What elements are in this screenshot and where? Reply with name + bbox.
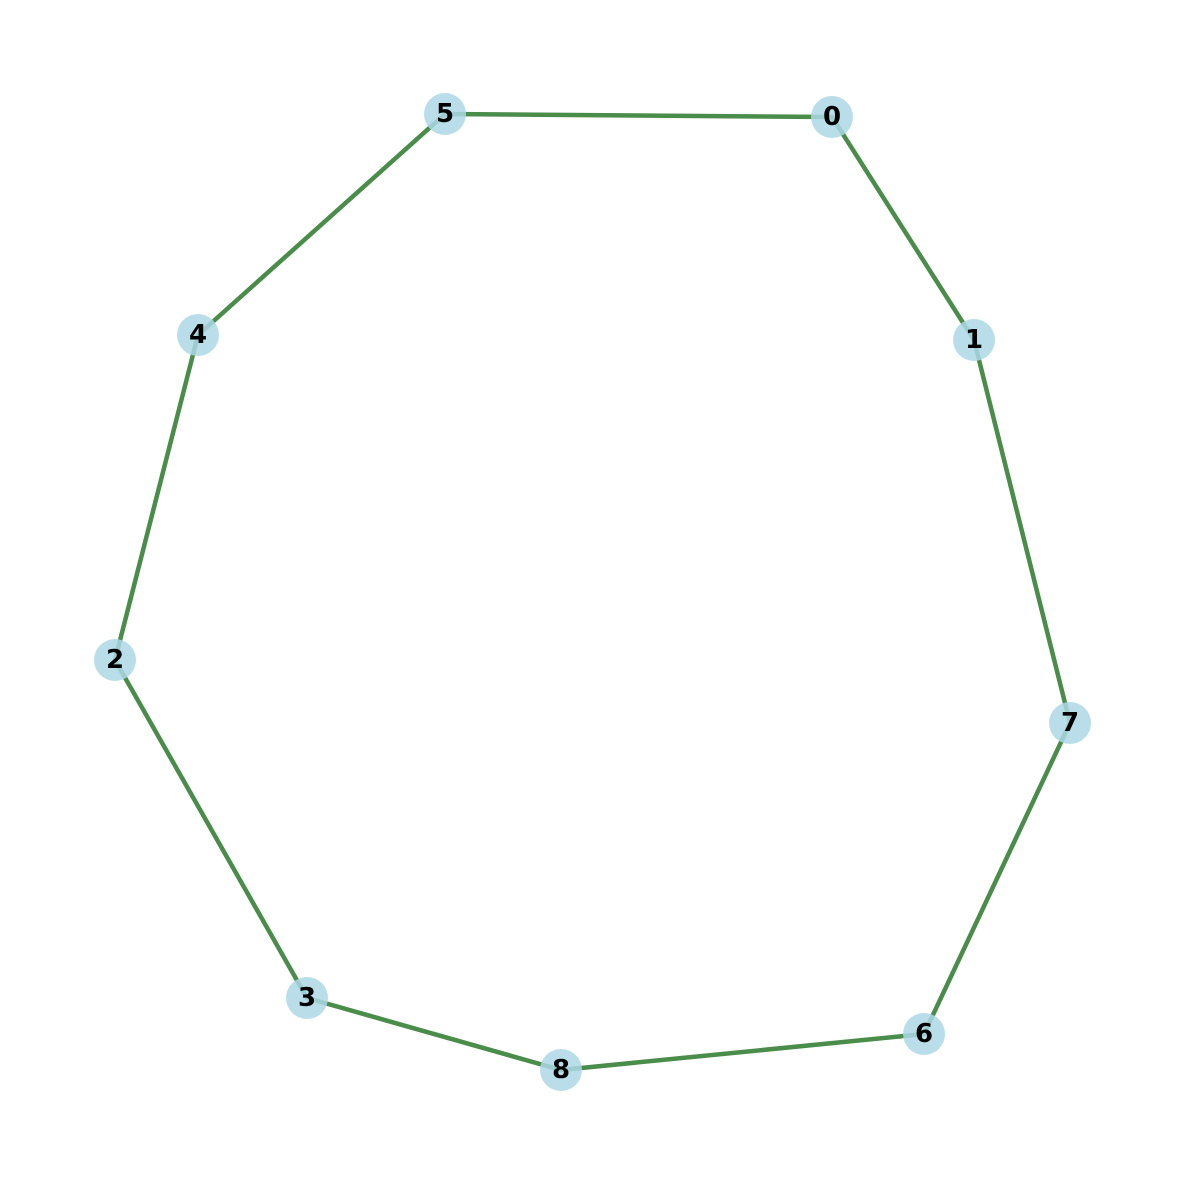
edge-6-8 bbox=[558, 1031, 927, 1073]
node-circle-8 bbox=[540, 1049, 582, 1091]
node-label-3: 3 bbox=[298, 983, 316, 1013]
edge-8-3 bbox=[304, 995, 564, 1073]
node-circle-6 bbox=[903, 1013, 945, 1055]
node-circle-5 bbox=[424, 93, 466, 135]
edge-0-1 bbox=[829, 114, 977, 343]
edge-5-0 bbox=[442, 111, 835, 120]
node-4: 4 bbox=[177, 314, 219, 356]
node-label-1: 1 bbox=[965, 325, 983, 355]
edges-layer bbox=[112, 111, 1073, 1073]
node-0: 0 bbox=[811, 96, 853, 138]
node-label-0: 0 bbox=[823, 102, 841, 132]
node-label-2: 2 bbox=[106, 645, 124, 675]
node-circle-4 bbox=[177, 314, 219, 356]
node-circle-1 bbox=[953, 319, 995, 361]
node-5: 5 bbox=[424, 93, 466, 135]
nodes-layer: 0 1 2 3 4 5 6 7 8 bbox=[94, 93, 1091, 1091]
node-circle-2 bbox=[94, 639, 136, 681]
node-label-7: 7 bbox=[1061, 708, 1079, 738]
node-6: 6 bbox=[903, 1013, 945, 1055]
node-7: 7 bbox=[1049, 702, 1091, 744]
node-2: 2 bbox=[94, 639, 136, 681]
node-label-8: 8 bbox=[552, 1055, 570, 1085]
edge-7-6 bbox=[921, 720, 1073, 1037]
node-label-5: 5 bbox=[436, 99, 454, 129]
edge-2-4 bbox=[112, 332, 201, 663]
node-label-6: 6 bbox=[915, 1019, 933, 1049]
node-label-4: 4 bbox=[189, 320, 207, 350]
node-8: 8 bbox=[540, 1049, 582, 1091]
node-1: 1 bbox=[953, 319, 995, 361]
node-circle-7 bbox=[1049, 702, 1091, 744]
edge-4-5 bbox=[195, 111, 448, 338]
node-3: 3 bbox=[286, 977, 328, 1019]
node-circle-3 bbox=[286, 977, 328, 1019]
edge-3-2 bbox=[112, 657, 310, 1001]
node-circle-0 bbox=[811, 96, 853, 138]
edge-1-7 bbox=[971, 337, 1073, 726]
